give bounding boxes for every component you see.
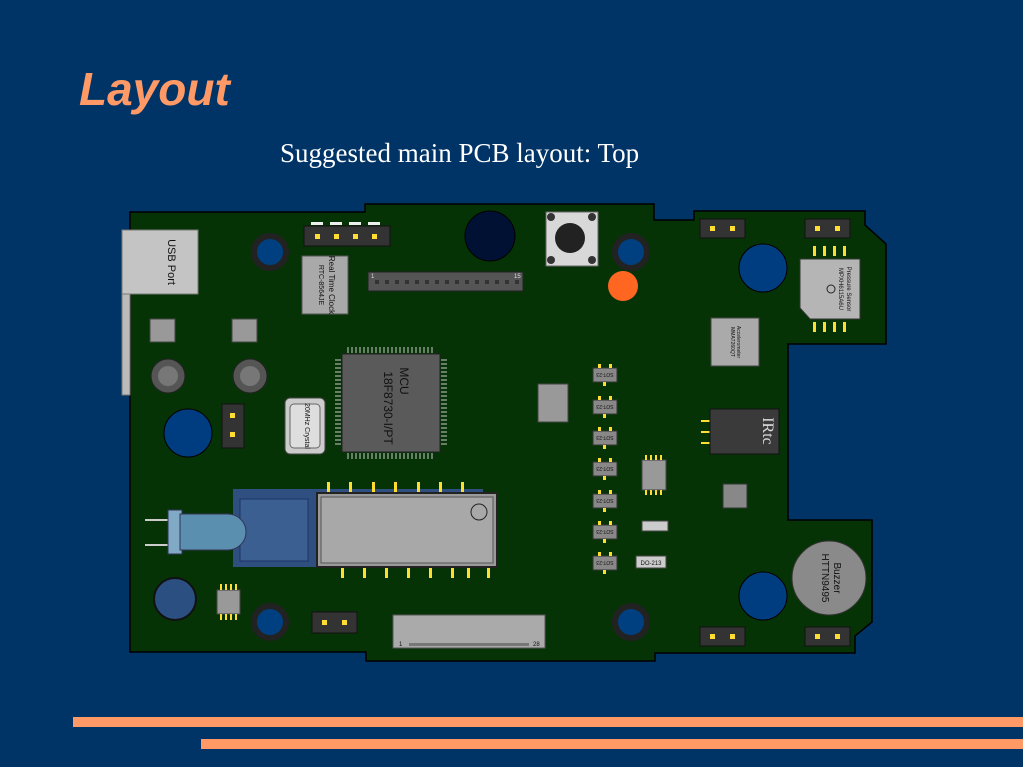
ir-receiver: IRtc <box>701 408 780 455</box>
header-2pin <box>804 218 851 239</box>
mounting-hole <box>251 603 289 641</box>
mounting-hole <box>612 603 650 641</box>
pressure-sensor-label: Pressure Sensor <box>845 267 851 312</box>
sot-23-label: SOT-23 <box>596 465 613 471</box>
plated-holes <box>163 243 788 621</box>
header-2pin <box>804 626 851 647</box>
crystal-label: 20MHz Crystal <box>303 403 310 449</box>
smd-chip <box>149 318 176 343</box>
crystal: 20MHz Crystal <box>284 397 326 455</box>
smd-chip <box>641 455 667 495</box>
sot-23-label: SOT-23 <box>596 559 613 565</box>
sot-23-label: SOT-23 <box>596 434 613 440</box>
buzzer-label: Buzzer <box>831 562 842 594</box>
pressure-sensor: Pressure Sensor MPXH6115A6U <box>799 246 861 332</box>
accelerometer-part: MMA7260QT <box>729 327 735 357</box>
reset-button <box>545 211 599 267</box>
connector-first-pin: 1 <box>399 642 403 648</box>
mounting-hole <box>612 233 650 271</box>
sot-23-label: SOT-23 <box>596 403 613 409</box>
header-2pin <box>699 218 746 239</box>
smd-chip <box>722 483 748 509</box>
decorative-rule <box>73 717 1023 727</box>
led <box>145 509 247 555</box>
connector-last-pin: 28 <box>533 642 540 648</box>
usb-port: USB Port <box>121 229 199 396</box>
inductor <box>232 358 268 394</box>
smd-chip <box>231 318 258 343</box>
usb-port-label: USB Port <box>165 239 177 285</box>
diode: DO-213 <box>635 555 667 569</box>
header-2pin <box>221 403 245 449</box>
mcu-chip: MCU 18F8730-I/PT <box>335 347 447 459</box>
header-15pin: 1 15 <box>367 271 524 292</box>
page-title: Layout <box>79 63 230 115</box>
sot-23-label: SOT-23 <box>596 528 613 534</box>
buzzer-part: HTTN9495 <box>819 554 830 603</box>
rf-module-window <box>239 498 309 562</box>
diode-label: DO-213 <box>640 561 662 567</box>
mounting-hole <box>251 233 289 271</box>
page-subtitle: Suggested main PCB layout: Top <box>280 138 640 168</box>
rtc-chip-part: RTC-8564JE <box>317 265 324 306</box>
resistor <box>641 520 669 532</box>
sot-23-label: SOT-23 <box>596 371 613 377</box>
pressure-sensor-part: MPXH6115A6U <box>837 268 843 310</box>
buzzer: Buzzer HTTN9495 <box>791 540 867 616</box>
smd-chip <box>216 584 241 620</box>
rtc-chip: Real Time Clock RTC-8564JE <box>301 255 349 315</box>
header-first-pin: 1 <box>371 274 375 280</box>
sot-23-label: SOT-23 <box>596 497 613 503</box>
inductor <box>150 358 186 394</box>
sot-23-column: SOT-23 SOT-23 SOT-23 SOT-23 SOT-23 SOT-2… <box>592 364 618 574</box>
connector-28pin: 1 28 <box>392 614 546 649</box>
header-last-pin: 15 <box>514 274 521 280</box>
header-2pin <box>311 611 358 634</box>
battery-holder <box>153 577 197 621</box>
mounting-holes <box>251 233 650 641</box>
header-4pin <box>303 222 391 247</box>
header-2pin <box>699 626 746 647</box>
led-dot <box>608 271 638 301</box>
battery-hole <box>464 210 516 262</box>
mcu-label: MCU <box>397 367 411 394</box>
accelerometer: Accelerometer MMA7260QT <box>710 317 760 367</box>
rtc-chip-label: Real Time Clock <box>327 256 336 315</box>
rf-module <box>316 482 498 578</box>
decorative-rule <box>201 739 1023 749</box>
ir-receiver-label: IRtc <box>759 417 776 445</box>
mcu-part: 18F8730-I/PT <box>381 371 395 445</box>
smd-chip <box>537 383 569 423</box>
accelerometer-label: Accelerometer <box>735 326 741 359</box>
